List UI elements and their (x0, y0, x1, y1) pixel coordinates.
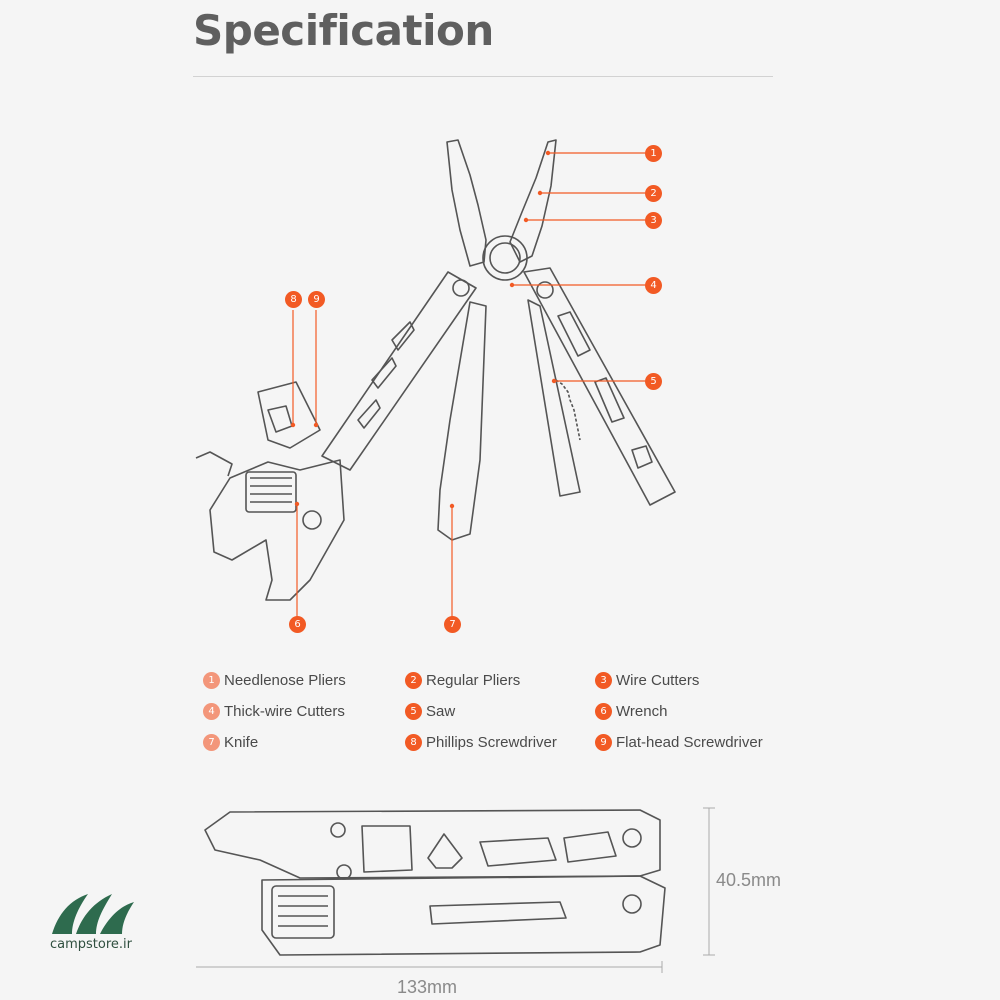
saw-blade (527, 299, 581, 497)
height-dimension: 40.5mm (716, 870, 782, 890)
legend-item: 1 Needlenose Pliers (203, 670, 346, 690)
callout-6: 6 (289, 616, 306, 633)
legend-label: Regular Pliers (426, 671, 521, 689)
brand-site[interactable]: campstore.ir (50, 937, 132, 952)
legend-number: 1 (203, 671, 220, 689)
legend-number: 5 (405, 702, 422, 720)
plier-jaw-right (509, 139, 557, 263)
callout-4: 4 (645, 277, 662, 294)
legend-label: Saw (426, 702, 456, 720)
handle-left (321, 271, 477, 471)
legend-label: Wire Cutters (616, 671, 700, 689)
legend-item: 6 Wrench (595, 701, 667, 721)
callout-8: 8 (285, 291, 302, 308)
legend-number: 6 (595, 702, 612, 720)
callout-3: 3 (645, 212, 662, 229)
screwdriver-bits (257, 381, 321, 449)
legend-label: Phillips Screwdriver (426, 733, 557, 751)
legend-label: Knife (224, 733, 259, 751)
pivot-joint (482, 235, 528, 281)
wrench (209, 459, 345, 601)
callout-leaders (292, 152, 645, 617)
page-title: Specification (193, 6, 494, 55)
callout-5: 5 (645, 373, 662, 390)
legend-item: 5 Saw (405, 701, 455, 721)
parts-legend: 1 Needlenose Pliers 2 Regular Pliers 3 W… (203, 668, 803, 758)
plier-jaw-left (446, 139, 487, 267)
legend-number: 9 (595, 733, 612, 751)
legend-number: 2 (405, 671, 422, 689)
callout-9: 9 (308, 291, 325, 308)
dimension-lines (196, 807, 715, 973)
legend-label: Needlenose Pliers (224, 671, 346, 689)
knife-blade (437, 301, 487, 541)
title-divider (193, 76, 773, 77)
legend-number: 4 (203, 702, 220, 720)
legend-item: 2 Regular Pliers (405, 670, 520, 690)
callout-7: 7 (444, 616, 461, 633)
legend-item: 7 Knife (203, 732, 258, 752)
legend-label: Wrench (616, 702, 668, 720)
width-dimension: 133mm (397, 977, 458, 997)
legend-item: 8 Phillips Screwdriver (405, 732, 557, 752)
legend-item: 4 Thick-wire Cutters (203, 701, 345, 721)
legend-item: 3 Wire Cutters (595, 670, 699, 690)
callout-1: 1 (645, 145, 662, 162)
handle-right (523, 267, 676, 506)
folded-multitool (204, 809, 666, 956)
legend-number: 3 (595, 671, 612, 689)
campstore-logo-icon (52, 894, 134, 934)
callout-2: 2 (645, 185, 662, 202)
legend-label: Flat-head Screwdriver (616, 733, 763, 751)
legend-item: 9 Flat-head Screwdriver (595, 732, 763, 752)
legend-label: Thick-wire Cutters (224, 702, 345, 720)
legend-number: 7 (203, 733, 220, 751)
legend-number: 8 (405, 733, 422, 751)
